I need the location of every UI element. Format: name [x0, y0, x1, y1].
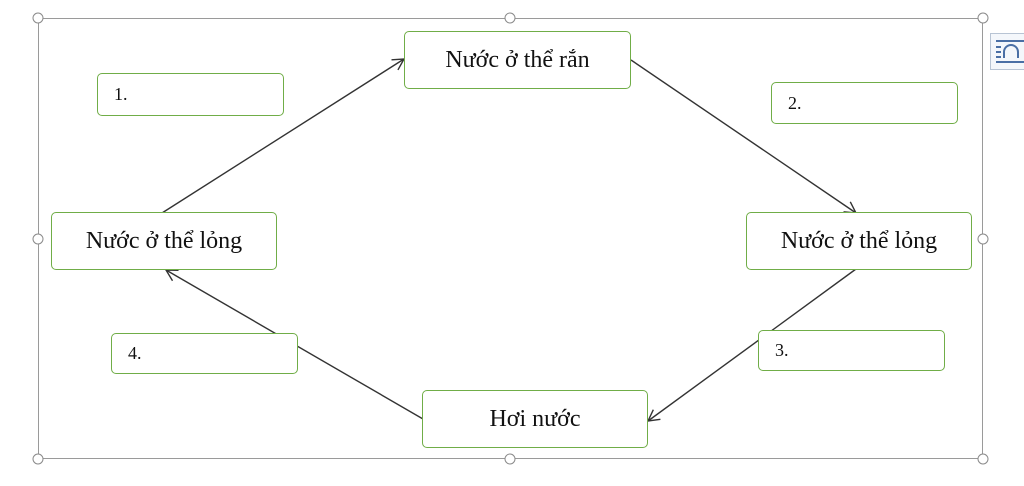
- state-box-liquid-left[interactable]: Nước ở thể lỏng: [51, 212, 277, 270]
- state-box-solid[interactable]: Nước ở thể rắn: [404, 31, 631, 89]
- answer-label-3: 3.: [775, 340, 789, 360]
- answer-box-4[interactable]: 4.: [111, 333, 298, 374]
- answer-box-3[interactable]: 3.: [758, 330, 945, 371]
- answer-label-2: 2.: [788, 92, 802, 113]
- arrow-liquid-to-vapor: [646, 268, 857, 422]
- answer-box-2[interactable]: 2.: [771, 82, 958, 124]
- answer-label-4: 4.: [128, 343, 142, 363]
- arrow-solid-to-liquid: [630, 59, 858, 214]
- layout-options-icon[interactable]: [990, 33, 1024, 70]
- state-label-vapor: Hơi nước: [489, 405, 581, 432]
- arrow-liquid-to-solid: [161, 58, 406, 214]
- resize-handle-bottom-center[interactable]: [504, 453, 516, 465]
- answer-box-1[interactable]: 1.: [97, 73, 284, 116]
- resize-handle-bottom-right[interactable]: [977, 453, 989, 465]
- resize-handle-middle-left[interactable]: [32, 233, 44, 245]
- state-box-vapor[interactable]: Hơi nước: [422, 390, 648, 448]
- state-box-liquid-right[interactable]: Nước ở thể lỏng: [746, 212, 972, 270]
- state-label-solid: Nước ở thể rắn: [445, 46, 590, 73]
- resize-handle-top-left[interactable]: [32, 12, 44, 24]
- resize-handle-bottom-left[interactable]: [32, 453, 44, 465]
- resize-handle-top-center[interactable]: [504, 12, 516, 24]
- resize-handle-middle-right[interactable]: [977, 233, 989, 245]
- answer-label-1: 1.: [114, 84, 128, 104]
- layout-options-glyph: [996, 40, 1024, 63]
- state-label-liquid-right: Nước ở thể lỏng: [780, 227, 938, 254]
- resize-handle-top-right[interactable]: [977, 12, 989, 24]
- state-label-liquid-left: Nước ở thể lỏng: [85, 227, 243, 254]
